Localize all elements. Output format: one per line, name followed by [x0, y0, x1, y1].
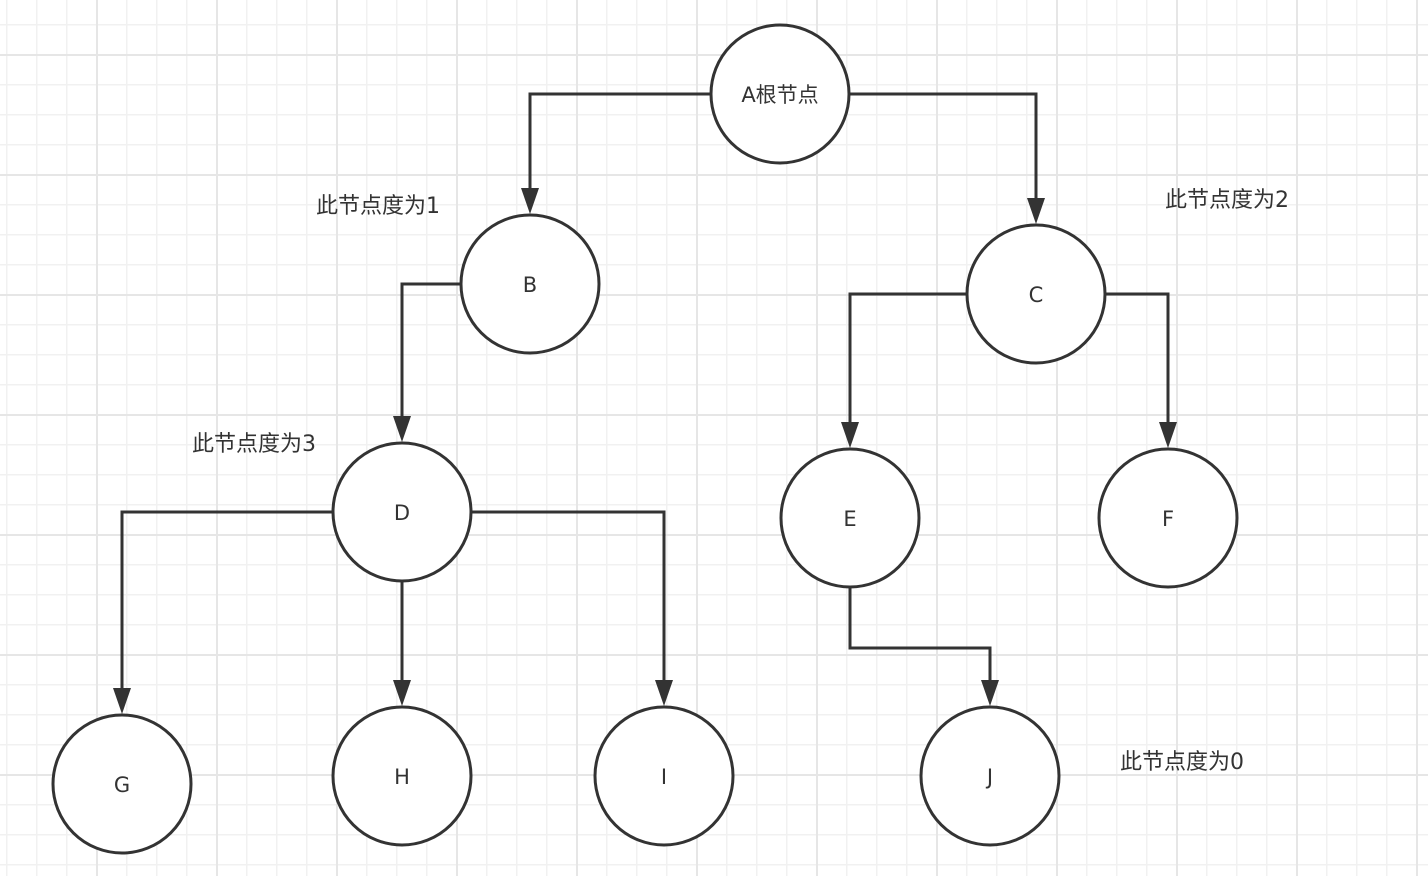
arrowhead-icon [1159, 422, 1177, 448]
connector-line [528, 92, 711, 200]
node-circle [709, 23, 851, 165]
node-circle [593, 705, 735, 847]
annotations: 此节点度为1 此节点度为2 此节点度为3 此节点度为0 [192, 188, 1289, 775]
arrowhead-icon [113, 688, 131, 714]
connector-line [849, 92, 1038, 210]
node-h[interactable]: H [331, 705, 473, 847]
node-label: F [1162, 507, 1174, 531]
node-b[interactable]: B [459, 213, 601, 355]
edge-d-i[interactable] [471, 510, 673, 706]
node-j[interactable]: J [919, 705, 1061, 847]
arrowhead-icon [393, 680, 411, 706]
arrowhead-icon [981, 680, 999, 706]
node-label: C [1029, 283, 1044, 307]
node-label: H [394, 765, 410, 789]
degree-annotation-c: 此节点度为2 [1165, 188, 1289, 213]
node-label: B [523, 273, 537, 297]
node-label: A根节点 [741, 83, 818, 107]
node-circle [331, 441, 473, 583]
arrowhead-icon [521, 188, 539, 214]
connector-line [1105, 292, 1170, 434]
edge-a-c[interactable] [849, 92, 1045, 224]
node-i[interactable]: I [593, 705, 735, 847]
node-circle [919, 705, 1061, 847]
connector-line [848, 587, 992, 692]
edge-e-j[interactable] [848, 587, 999, 706]
edge-d-h[interactable] [393, 581, 411, 706]
node-a[interactable]: A根节点 [709, 23, 851, 165]
node-d[interactable]: D [331, 441, 473, 583]
node-label: G [114, 773, 130, 797]
connector-line [120, 510, 333, 700]
degree-annotation-j: 此节点度为0 [1120, 750, 1244, 775]
node-circle [779, 447, 921, 589]
connector-line [471, 510, 666, 692]
arrowhead-icon [655, 680, 673, 706]
edge-b-d[interactable] [393, 282, 461, 442]
arrowhead-icon [393, 416, 411, 442]
node-label: J [985, 765, 993, 789]
edge-c-e[interactable] [841, 292, 967, 448]
edges [113, 92, 1177, 714]
degree-annotation-d: 此节点度为3 [192, 432, 316, 457]
arrowhead-icon [841, 422, 859, 448]
node-g[interactable]: G [51, 713, 193, 855]
node-f[interactable]: F [1097, 447, 1239, 589]
node-label: I [661, 765, 667, 789]
connector-line [848, 292, 967, 434]
degree-annotation-b: 此节点度为1 [316, 194, 440, 219]
node-circle [1097, 447, 1239, 589]
node-circle [965, 223, 1107, 365]
edge-d-g[interactable] [113, 510, 333, 714]
node-e[interactable]: E [779, 447, 921, 589]
node-label: D [394, 501, 410, 525]
node-circle [459, 213, 601, 355]
node-circle [51, 713, 193, 855]
edge-a-b[interactable] [521, 92, 711, 214]
connector-line [400, 282, 461, 428]
nodes: A根节点 B C D E F G H I J [51, 23, 1239, 855]
node-circle [331, 705, 473, 847]
node-c[interactable]: C [965, 223, 1107, 365]
edge-c-f[interactable] [1105, 292, 1177, 448]
arrowhead-icon [1027, 198, 1045, 224]
node-label: E [843, 507, 856, 531]
